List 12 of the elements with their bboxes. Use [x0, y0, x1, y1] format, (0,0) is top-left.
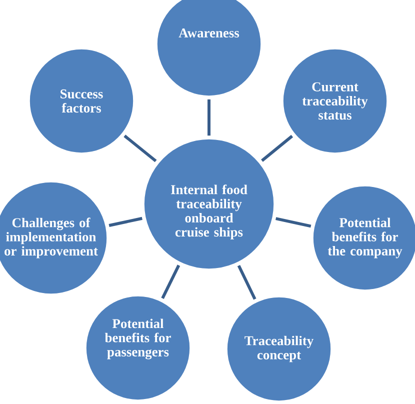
connector-line	[161, 264, 180, 299]
connector-line	[261, 134, 294, 162]
connector-line	[208, 99, 210, 136]
connector-line	[276, 217, 312, 228]
connector-line	[237, 264, 256, 300]
circle-node: Success factors	[29, 48, 134, 154]
connector-line	[124, 134, 157, 162]
circle-node: Internal food traceability onboard cruise ships	[144, 138, 274, 270]
circle-node: Traceability concept	[226, 296, 332, 402]
connector-line	[108, 216, 142, 227]
circle-node: Potential benefits for passengers	[86, 296, 190, 400]
circle-node: Current traceability status	[282, 48, 388, 154]
